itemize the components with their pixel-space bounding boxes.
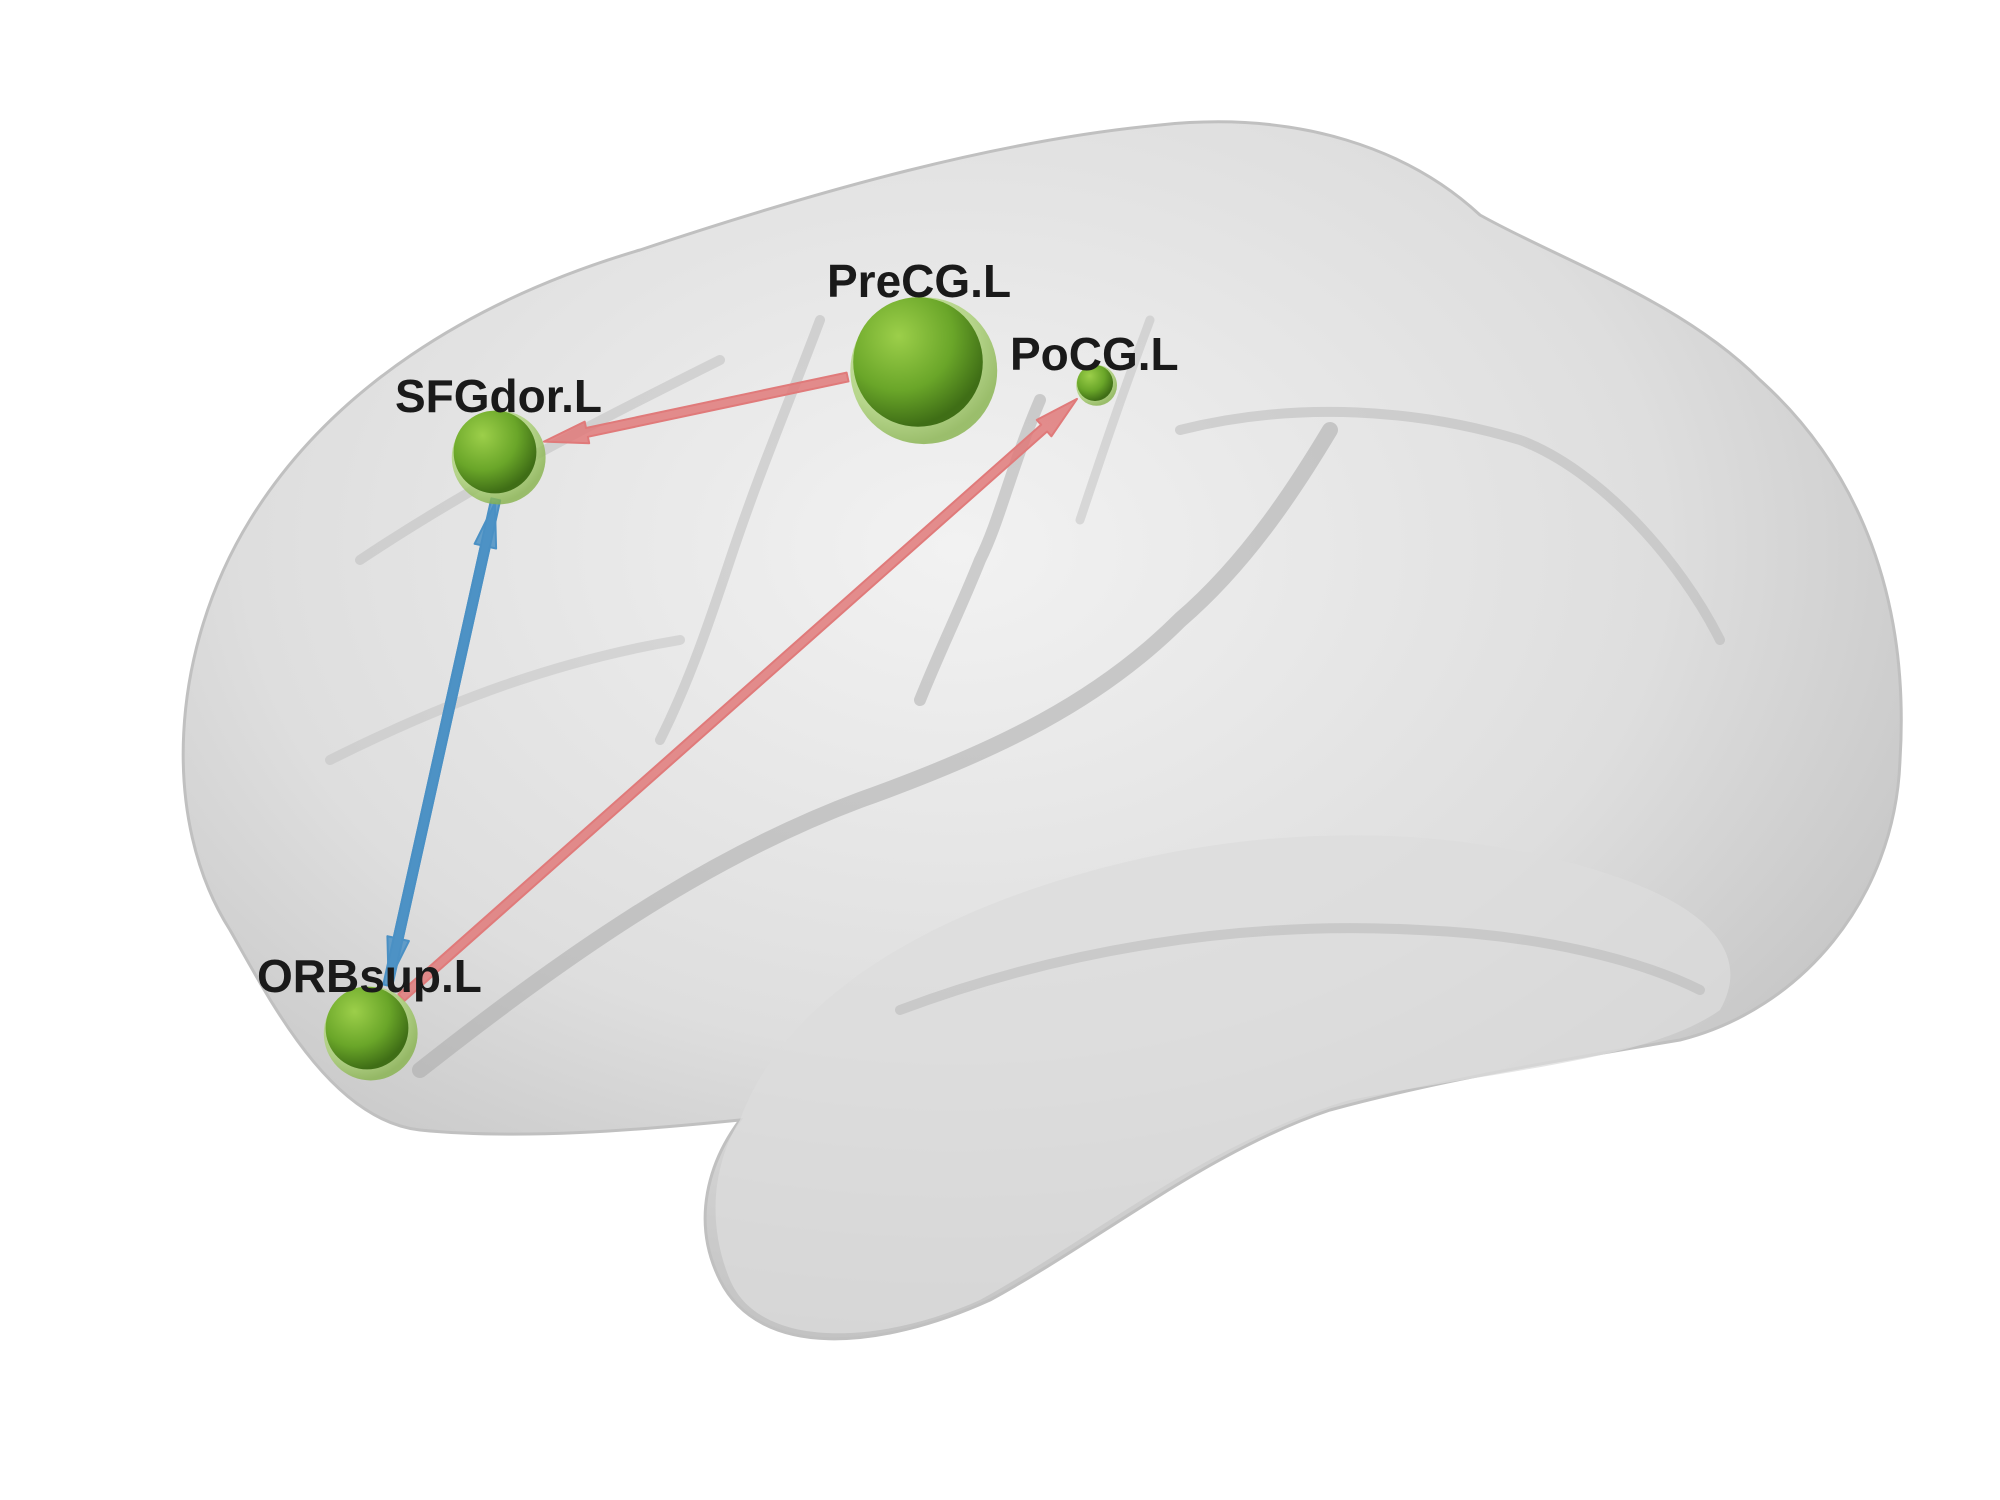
node-sphere bbox=[1077, 365, 1113, 401]
node-label: PreCG.L bbox=[827, 255, 1011, 307]
edge-arrow bbox=[397, 397, 1078, 1002]
temporal-lobe bbox=[715, 835, 1731, 1334]
node-ORBsup.L bbox=[323, 986, 418, 1081]
edge-ORBsup.L-to-PoCG.L bbox=[397, 397, 1078, 1002]
node-sphere bbox=[325, 986, 409, 1070]
edge-PreCG.L-to-SFGdor.L bbox=[542, 371, 850, 445]
labels-layer: SFGdor.L PreCG.L PoCG.L ORBsup.L bbox=[257, 255, 1179, 1002]
intraparietal-sulcus bbox=[1175, 406, 1725, 645]
edge-ORBsup.L-to-SFGdor.L bbox=[382, 502, 498, 988]
node-PreCG.L bbox=[850, 297, 998, 445]
edge-arrow bbox=[542, 371, 850, 445]
node-label: PoCG.L bbox=[1010, 328, 1179, 380]
node-label: SFGdor.L bbox=[395, 370, 602, 422]
node-label: ORBsup.L bbox=[257, 950, 482, 1002]
node-sphere bbox=[453, 410, 537, 494]
nodes-layer bbox=[323, 297, 1117, 1081]
node-SFGdor.L bbox=[451, 410, 546, 505]
sylvian-fissure bbox=[412, 422, 1338, 1078]
edges-layer bbox=[382, 371, 1078, 1002]
postcentral-sulcus bbox=[1075, 315, 1155, 525]
node-PoCG.L bbox=[1076, 365, 1117, 406]
superior-temporal-sulcus bbox=[895, 923, 1705, 1015]
edge-arrow bbox=[382, 502, 498, 988]
inferior-frontal-sulcus bbox=[325, 635, 685, 765]
node-sphere bbox=[853, 297, 983, 427]
